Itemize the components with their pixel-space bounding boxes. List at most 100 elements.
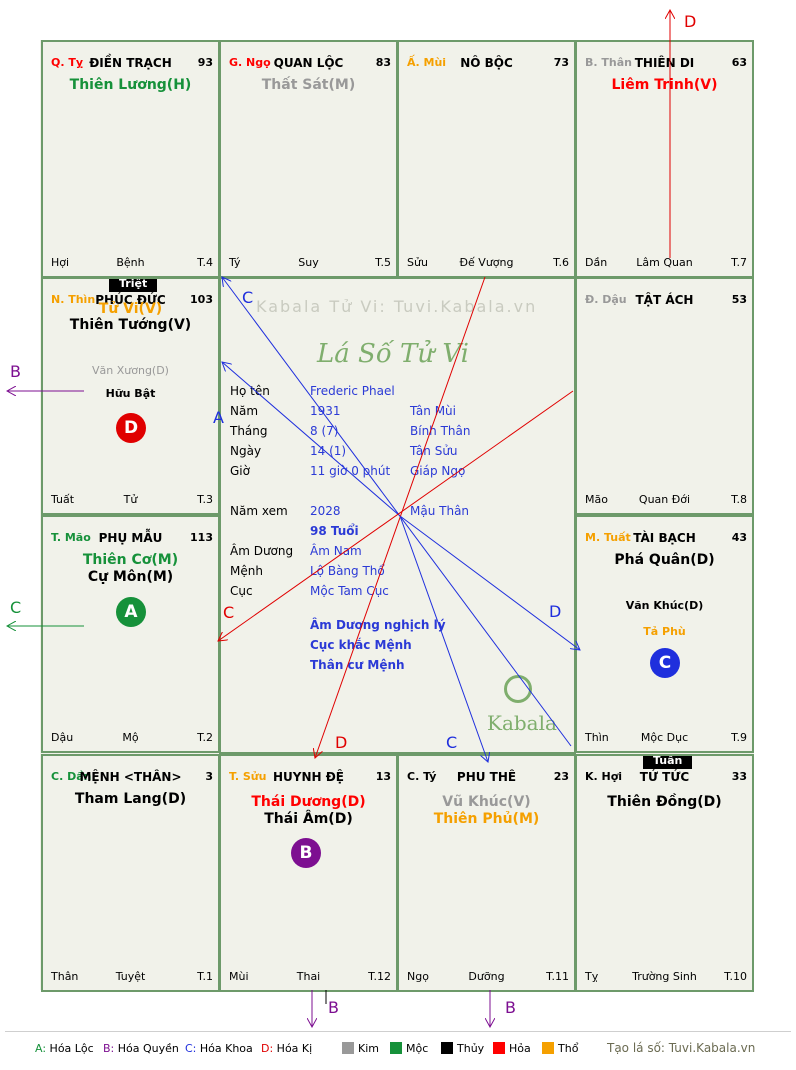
minor-star: Văn Xương(D) — [92, 364, 169, 377]
arrow-label: C — [10, 598, 22, 617]
legend-letter: B: — [103, 1042, 115, 1055]
cycle-label: T.7 — [731, 256, 747, 269]
major-star: Tử Vi(V) — [98, 301, 163, 317]
element-name: Hỏa — [509, 1042, 531, 1055]
major-star: Thiên Phủ(M) — [433, 811, 540, 827]
minor-star: Văn Khúc(D) — [625, 599, 704, 612]
info-canchi: Mậu Thân — [410, 504, 470, 518]
info-label: Mệnh — [230, 564, 263, 578]
legend-text: Hóa Lộc — [46, 1042, 94, 1055]
palace-name: THIÊN DI — [634, 56, 695, 70]
bottom-left-label: Thân — [51, 970, 79, 983]
palace-number: 13 — [375, 770, 391, 783]
major-star: Thiên Lương(H) — [69, 77, 192, 93]
info-note: Cục khắc Mệnh — [310, 638, 412, 652]
minor-star: Tả Phù — [643, 625, 686, 638]
info-label: Ngày — [230, 444, 262, 458]
branch-label: Đ. Dậu — [585, 293, 627, 306]
arrow-label: B — [328, 998, 339, 1017]
major-star: Cự Môn(M) — [87, 569, 174, 585]
element-name: Mộc — [406, 1042, 429, 1055]
legend-text: Hóa Quyền — [114, 1042, 179, 1055]
life-stage-label: Quan Đới — [638, 493, 691, 506]
palace-number: 53 — [731, 293, 747, 306]
kabala-logo-text: Kabala — [487, 711, 557, 735]
branch-label: Q. Tỵ — [51, 56, 84, 69]
cycle-label: T.12 — [368, 970, 391, 983]
life-stage-label: Dưỡng — [468, 970, 505, 983]
legend-letter: C: — [185, 1042, 197, 1055]
branch-label: B. Thân — [585, 56, 632, 69]
bottom-left-label: Hợi — [51, 256, 70, 269]
palace-number: 113 — [190, 531, 213, 544]
major-star: Thiên Tướng(V) — [69, 317, 192, 333]
branch-label: C. Tý — [407, 770, 437, 783]
branch-label: G. Ngọ — [229, 56, 271, 69]
legend-element: Kim — [342, 1042, 379, 1055]
legend-element: Thổ — [542, 1042, 578, 1055]
palace-number: 83 — [375, 56, 391, 69]
legend-text: Hóa Kị — [273, 1042, 313, 1055]
arrow-khoa-3 — [222, 277, 572, 747]
element-swatch — [390, 1042, 402, 1054]
arrow-label: C — [242, 288, 254, 307]
info-value: 1931 — [310, 404, 341, 418]
palace-name: TÀI BẠCH — [633, 531, 696, 545]
info-label: Tháng — [230, 424, 268, 438]
info-value: Frederic Phael — [310, 384, 395, 398]
legend-element: Hỏa — [493, 1042, 531, 1055]
cycle-label: T.1 — [197, 970, 213, 983]
bottom-left-label: Dần — [585, 256, 608, 269]
bottom-left-label: Dậu — [51, 731, 74, 744]
palace-number: 23 — [553, 770, 569, 783]
life-stage-label: Trường Sinh — [632, 970, 697, 983]
legend-item: D: Hóa Kị — [261, 1042, 312, 1055]
palace-name: QUAN LỘC — [273, 56, 344, 70]
arrow-label: B — [10, 362, 21, 381]
credit-text: Tạo lá số: Tuvi.Kabala.vn — [607, 1041, 756, 1055]
arrow-ky-6 — [218, 390, 574, 641]
kabala-logo-icon — [504, 675, 532, 703]
info-value: 2028 — [310, 504, 341, 518]
life-stage-label: Tử — [123, 493, 138, 506]
branch-label: T. Sửu — [229, 770, 267, 783]
element-swatch — [493, 1042, 505, 1054]
palace-name: PHU THÊ — [456, 770, 517, 784]
life-stage-label: Mộ — [122, 731, 139, 744]
watermark-site: Kabala Tử Vi: Tuvi.Kabala.vn — [256, 297, 538, 316]
tag-tuan: Tuần — [643, 756, 693, 769]
bottom-left-label: Mão — [585, 493, 608, 506]
branch-label: T. Mão — [51, 531, 91, 544]
watermark-script: Lá Số Tử Vi — [317, 339, 470, 369]
element-name: Thủy — [457, 1042, 485, 1055]
cycle-label: T.9 — [731, 731, 747, 744]
info-label: Năm xem — [230, 504, 288, 518]
legend-item: A: Hóa Lộc — [35, 1042, 94, 1055]
transform-badge-a: A — [116, 597, 146, 627]
info-label: Giờ — [230, 464, 250, 478]
major-star: Vũ Khúc(V) — [442, 794, 531, 810]
legend-divider — [5, 1031, 791, 1032]
life-stage-label: Lâm Quan — [636, 256, 693, 269]
palace-cell-ty-thuy[interactable]: C. Tý PHU THÊ 23 Vũ Khúc(V)Thiên Phủ(M) Ngọ D… — [397, 754, 576, 992]
major-star: Thái Âm(D) — [264, 811, 353, 827]
palace-number: 43 — [731, 531, 747, 544]
arrow-ky-7 — [315, 276, 486, 758]
life-stage-label: Thai — [296, 970, 321, 983]
cycle-label: T.11 — [546, 970, 569, 983]
major-star: Thất Sát(M) — [261, 77, 356, 93]
palace-number: 103 — [190, 293, 213, 306]
major-star: Thiên Đồng(D) — [607, 794, 722, 810]
element-swatch — [542, 1042, 554, 1054]
info-label: Âm Dương — [230, 544, 294, 558]
bottom-left-label: Ngọ — [407, 970, 429, 983]
palace-name: NÔ BỘC — [460, 56, 513, 70]
